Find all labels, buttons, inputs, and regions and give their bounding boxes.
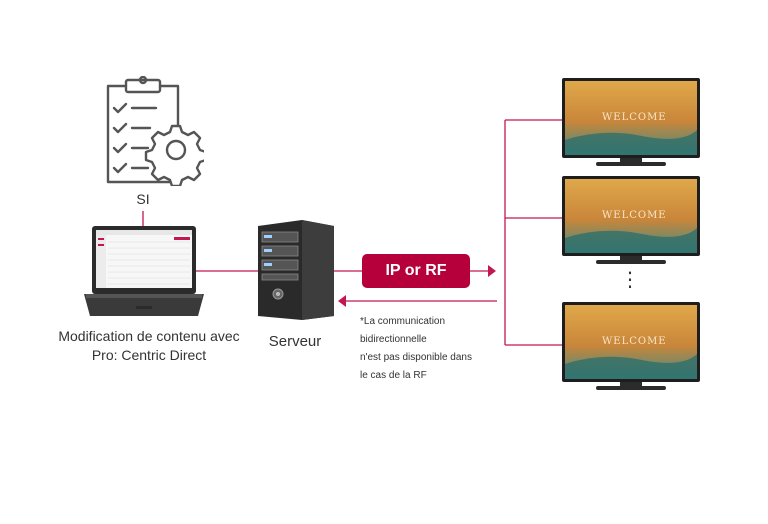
note-line-4: le cas de la RF (360, 370, 427, 381)
forward-arrow-head (488, 265, 496, 277)
tv-display-3[interactable]: WELCOME (562, 302, 700, 392)
laptop-label-line1: Modification de contenu avec (58, 328, 240, 344)
rf-note: *La communication bidirectionnelle n'est… (360, 313, 510, 385)
note-line-2: bidirectionnelle (360, 334, 427, 345)
si-label: SI (136, 191, 150, 207)
note-line-1: *La communication (360, 316, 446, 327)
tv-display-1[interactable]: WELCOME (562, 78, 700, 168)
more-tvs-indicator: ⋮ (620, 269, 640, 291)
laptop-label-line2: Pro: Centric Direct (91, 347, 207, 363)
tv-welcome-text: WELCOME (602, 112, 667, 123)
note-line-3: n'est pas disponible dans (360, 352, 472, 363)
connection-badge: IP or RF (362, 254, 470, 288)
laptop-icon[interactable] (84, 226, 204, 318)
tv-icon (562, 302, 700, 390)
tv-icon (562, 78, 700, 166)
laptop-label: Modification de contenu avec Pro: Centri… (56, 327, 242, 365)
tv-welcome-text: WELCOME (602, 336, 667, 347)
server-icon[interactable] (256, 220, 336, 322)
server-label: Serveur (268, 333, 322, 350)
tv-icon (562, 176, 700, 264)
clipboard-gear-icon (106, 76, 204, 186)
tv-welcome-text: WELCOME (602, 210, 667, 221)
tv-display-2[interactable]: WELCOME (562, 176, 700, 266)
return-arrow-head (338, 295, 346, 307)
